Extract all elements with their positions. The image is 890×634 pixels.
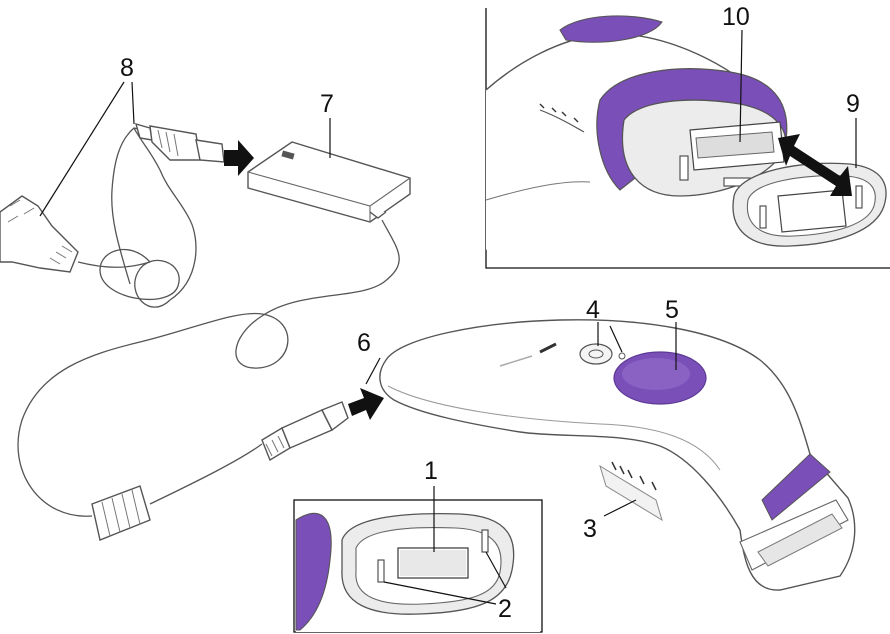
- power-plug: [0, 196, 78, 272]
- callout-10: 10: [722, 3, 750, 31]
- removable-attachment: [733, 163, 886, 246]
- callout-1: 1: [424, 457, 438, 485]
- callout-3: 3: [583, 515, 597, 543]
- device-plug: [262, 402, 348, 460]
- ferrite-bead: [92, 444, 262, 540]
- callout-2: 2: [498, 595, 512, 623]
- cord-connector: [136, 124, 224, 162]
- callout-9: 9: [846, 90, 860, 118]
- callout-6: 6: [357, 329, 371, 357]
- arrow-plug-to-device: [348, 388, 384, 420]
- power-adapter: [248, 142, 410, 222]
- callout-8: 8: [120, 54, 134, 82]
- callout-5: 5: [665, 296, 679, 324]
- callout-4: 4: [586, 296, 600, 324]
- flash-button: [614, 352, 706, 404]
- callout-7: 7: [320, 90, 334, 118]
